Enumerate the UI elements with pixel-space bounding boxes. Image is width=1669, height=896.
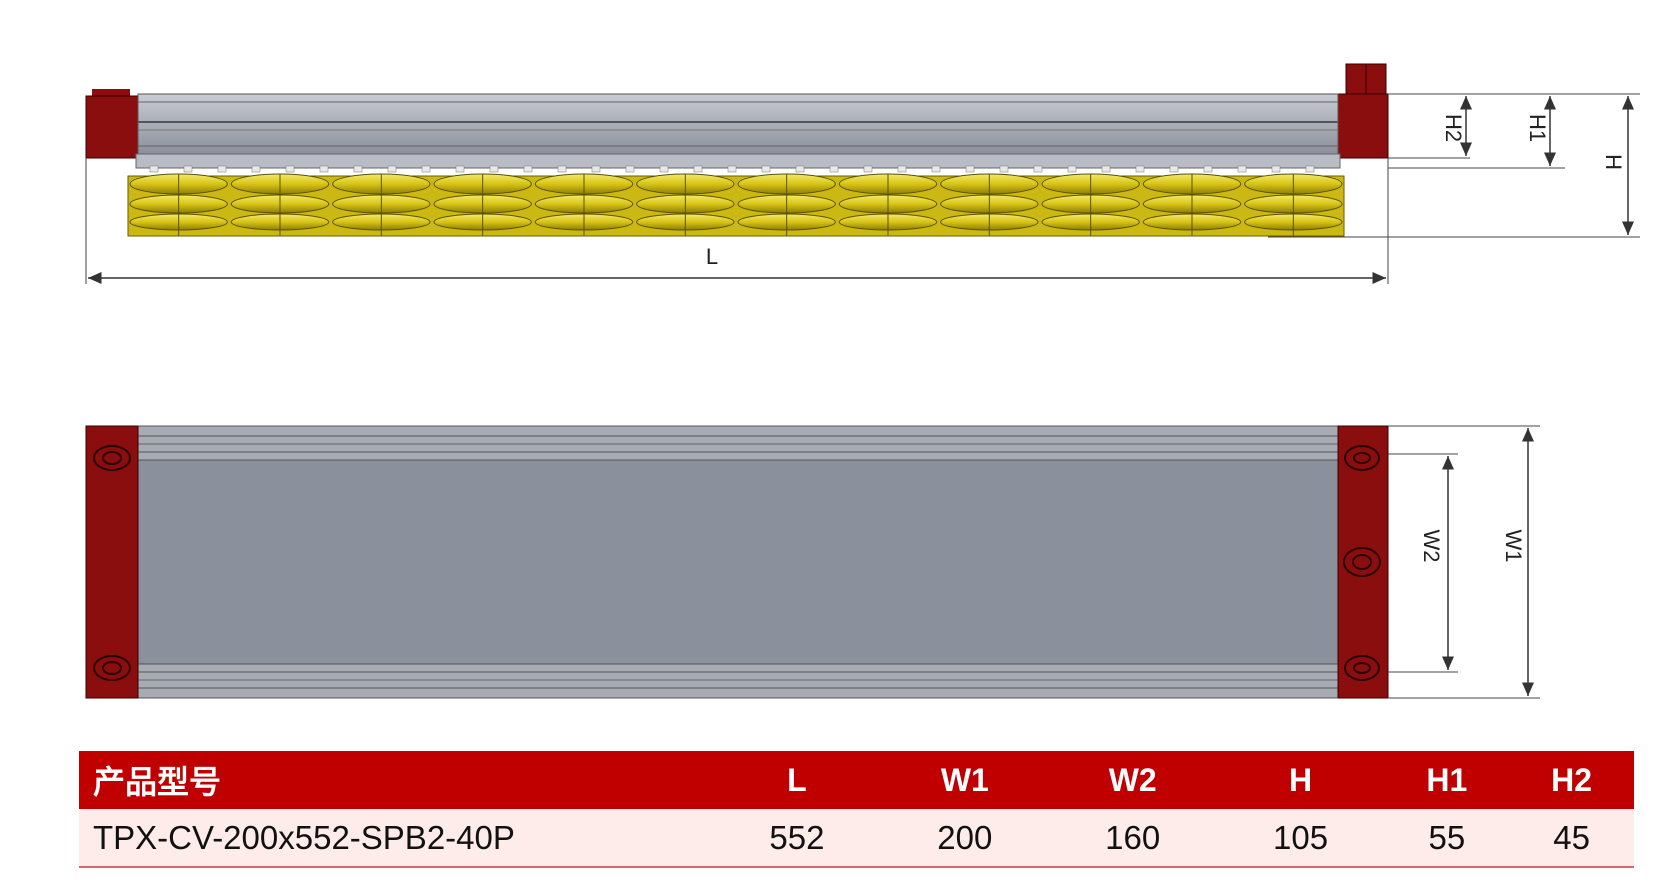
suction-cup <box>332 173 431 236</box>
h2-label: H2 <box>1441 114 1466 142</box>
suction-cup <box>534 173 634 236</box>
table-header-row: 产品型号 L W1 W2 H H1 H2 <box>79 751 1634 809</box>
suction-cup <box>433 173 532 236</box>
cell-model: TPX-CV-200x552-SPB2-40P <box>79 809 713 868</box>
top-view: W2 W1 <box>85 425 1540 699</box>
length-label: L <box>706 244 718 269</box>
suction-cup <box>838 173 938 236</box>
suction-cup <box>1142 173 1242 236</box>
side-view: L H2 H1 H <box>85 63 1640 284</box>
height-label: H <box>1601 154 1626 170</box>
top-body-plate <box>137 425 1339 699</box>
mount-bolts <box>149 165 1315 173</box>
cup-mount-strip <box>135 153 1341 169</box>
suction-cup <box>636 173 735 236</box>
header-h1: H1 <box>1384 751 1510 809</box>
cell-w2: 160 <box>1048 809 1217 868</box>
suction-cup <box>737 173 836 236</box>
suction-cup <box>1041 173 1140 236</box>
side-body-bar <box>137 93 1339 155</box>
header-model: 产品型号 <box>79 751 713 809</box>
right-end-block <box>1337 93 1389 159</box>
cell-l: 552 <box>713 809 881 868</box>
header-h: H <box>1216 751 1385 809</box>
suction-cup <box>1244 173 1343 236</box>
cell-h: 105 <box>1216 809 1385 868</box>
suction-cup <box>129 173 228 236</box>
header-l: L <box>713 751 881 809</box>
suction-cup <box>230 173 330 236</box>
suction-cup <box>940 173 1039 236</box>
table-row: TPX-CV-200x552-SPB2-40P 552 200 160 105 … <box>79 809 1634 868</box>
spec-table: 产品型号 L W1 W2 H H1 H2 TPX-CV-200x552-SPB2… <box>79 751 1634 868</box>
header-w1: W1 <box>880 751 1049 809</box>
cell-h1: 55 <box>1384 809 1510 868</box>
left-end-block <box>85 95 139 159</box>
cell-h2: 45 <box>1509 809 1634 868</box>
left-block-cap <box>92 89 130 97</box>
header-h2: H2 <box>1509 751 1634 809</box>
w2-label: W2 <box>1419 530 1444 563</box>
w1-label: W1 <box>1501 530 1526 563</box>
suction-cup-row <box>127 173 1345 237</box>
h1-label: H1 <box>1525 114 1550 142</box>
cell-w1: 200 <box>880 809 1049 868</box>
top-left-end-block <box>85 425 139 699</box>
header-w2: W2 <box>1048 751 1217 809</box>
technical-drawing: L H2 H1 H <box>85 63 1640 699</box>
